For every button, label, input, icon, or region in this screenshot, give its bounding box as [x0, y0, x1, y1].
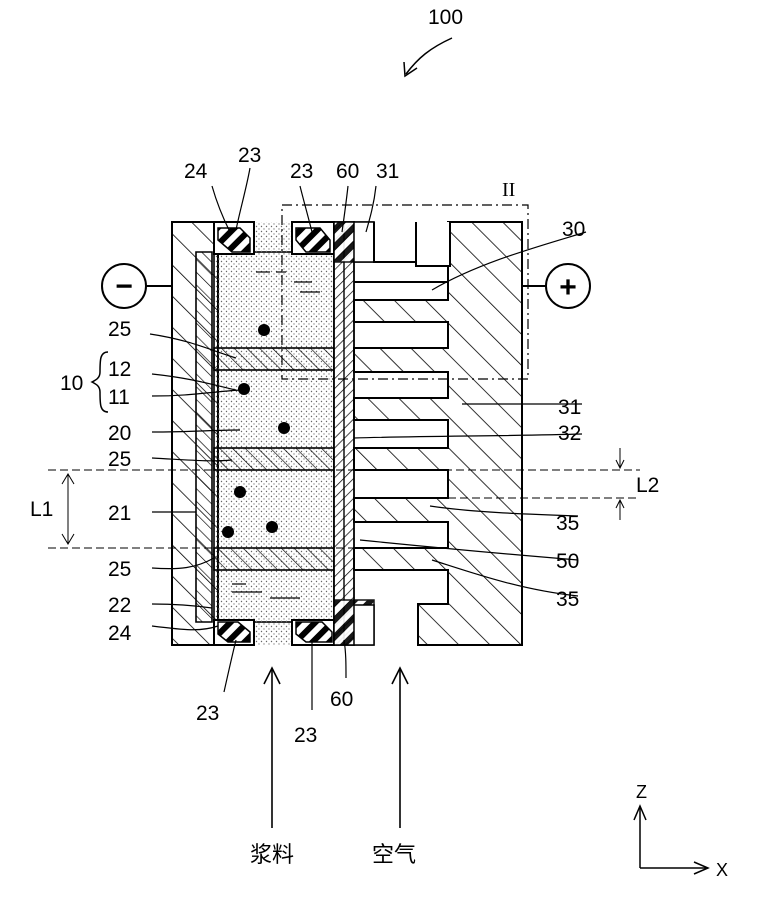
- cathode-wall-31: [354, 222, 522, 645]
- label-22: 22: [108, 594, 131, 617]
- label-12: 12: [108, 358, 131, 381]
- label-25-upper: 25: [108, 318, 131, 341]
- label-23-top-left: 23: [238, 144, 261, 167]
- slurry-inflow-arrow: [264, 668, 280, 828]
- label-31-right: 31: [558, 396, 581, 419]
- coordinate-axes: [634, 806, 708, 874]
- label-11: 11: [108, 386, 130, 409]
- air-label: 空气: [372, 843, 416, 868]
- negative-terminal: −: [102, 264, 172, 308]
- detail-region-label: II: [502, 179, 515, 201]
- label-23-top-mid: 23: [290, 160, 313, 183]
- label-24-bottom: 24: [108, 622, 132, 645]
- label-35-upper: 35: [556, 512, 579, 535]
- axis-x-label: X: [716, 860, 728, 880]
- label-32: 32: [558, 422, 581, 445]
- air-inflow-arrow: [392, 668, 408, 828]
- label-60-bottom: 60: [330, 688, 353, 711]
- anode-wall-21: [172, 222, 218, 645]
- slurry-label: 浆料: [250, 843, 294, 868]
- negative-terminal-symbol: −: [115, 270, 133, 303]
- cathode-membrane-50: [334, 222, 374, 645]
- label-23-bottom-mid: 23: [294, 724, 317, 747]
- label-21: 21: [108, 502, 131, 525]
- positive-terminal: +: [522, 264, 590, 308]
- figure-pointer-arrow: [406, 38, 452, 74]
- label-10: 10: [60, 372, 83, 395]
- label-60-top: 60: [336, 160, 359, 183]
- label-35-lower: 35: [556, 588, 579, 611]
- slurry-chamber-20: [214, 222, 334, 645]
- label-50: 50: [556, 550, 579, 573]
- label-25-lower: 25: [108, 558, 131, 581]
- dimension-l1-label: L1: [30, 498, 53, 521]
- label-31-top: 31: [376, 160, 399, 183]
- label-20: 20: [108, 422, 131, 445]
- positive-terminal-symbol: +: [559, 271, 577, 304]
- axis-z-label: Z: [636, 782, 647, 802]
- label-25-mid: 25: [108, 448, 131, 471]
- dimension-l2-label: L2: [636, 474, 659, 497]
- label-24-top: 24: [184, 160, 208, 183]
- label-23-bottom-left: 23: [196, 702, 219, 725]
- bracket-10: [92, 352, 108, 412]
- label-30: 30: [562, 218, 585, 241]
- figure-number: 100: [428, 6, 463, 29]
